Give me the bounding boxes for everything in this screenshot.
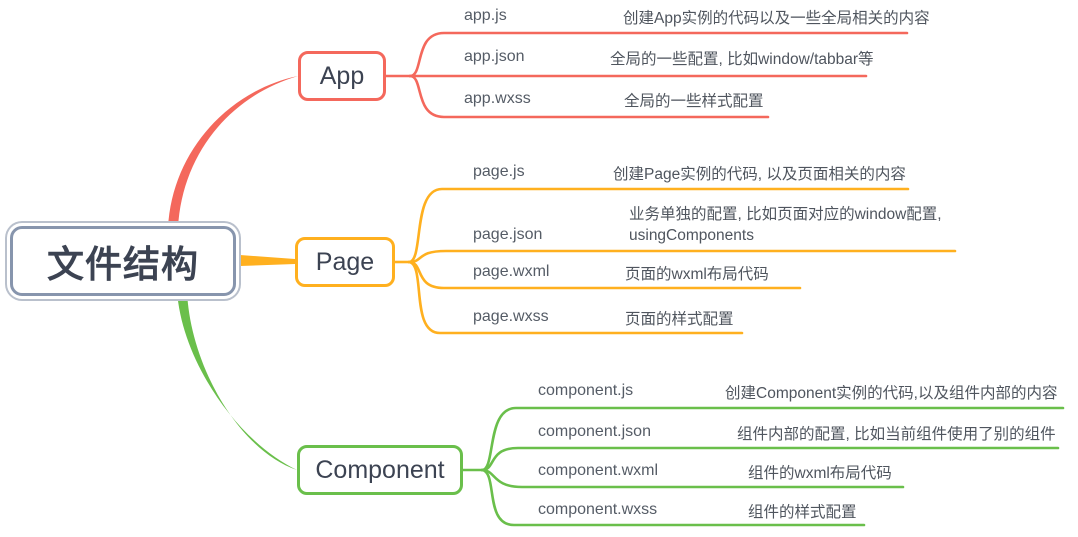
leaf-key-page-json[interactable]: page.json [473,226,543,243]
leaf-key-component-json[interactable]: component.json [538,423,651,440]
branch-node-page[interactable]: Page [295,237,395,287]
trunk-page [240,255,295,266]
leaf-key-app-js[interactable]: app.js [464,7,507,24]
root-node[interactable]: 文件结构 [10,226,236,296]
leaf-desc-app-js: 创建App实例的代码以及一些全局相关的内容 [623,10,930,27]
root-node-label: 文件结构 [47,244,199,285]
trunk-component [177,291,297,470]
leaf-desc-app-wxss: 全局的一些样式配置 [624,93,764,110]
leaf-key-page-js[interactable]: page.js [473,163,525,180]
leaf-key-component-js[interactable]: component.js [538,382,634,399]
leaf-desc-component-wxss: 组件的样式配置 [748,504,857,521]
leaf-desc-app-json: 全局的一些配置, 比如window/tabbar等 [610,51,874,68]
branch-node-app-label: App [319,61,365,90]
leaf-desc-component-js: 创建Component实例的代码,以及组件内部的内容 [725,385,1058,402]
branch-node-component-label: Component [315,455,445,484]
branch-node-page-label: Page [315,247,375,276]
leaf-key-page-wxss[interactable]: page.wxss [473,308,549,325]
branch-node-component[interactable]: Component [297,445,463,495]
leaf-key-component-wxss[interactable]: component.wxss [538,501,658,518]
leaf-desc-component-json: 组件内部的配置, 比如当前组件使用了别的组件 [737,426,1056,443]
leaf-desc-page-wxss: 页面的样式配置 [625,311,734,328]
leaf-key-app-json[interactable]: app.json [464,48,525,65]
page-branch-json [407,249,957,264]
leaf-desc-page-json: 业务单独的配置, 比如页面对应的window配置, usingComponent… [629,206,942,244]
leaf-desc-page-wxml: 页面的wxml布局代码 [625,266,769,283]
branch-node-app[interactable]: App [298,51,386,101]
trunk-app [168,76,298,228]
leaf-key-component-wxml[interactable]: component.wxml [538,462,659,479]
leaf-key-page-wxml[interactable]: page.wxml [473,263,550,280]
leaf-key-app-wxss[interactable]: app.wxss [464,90,531,107]
leaf-desc-page-js: 创建Page实例的代码, 以及页面相关的内容 [613,166,906,183]
leaf-desc-component-wxml: 组件的wxml布局代码 [748,465,892,482]
